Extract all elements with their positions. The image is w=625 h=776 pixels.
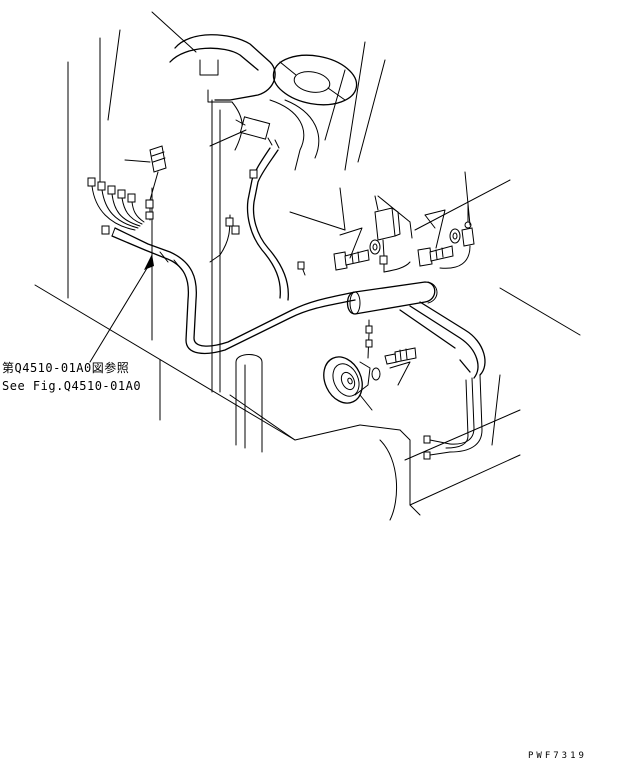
bolt-left bbox=[333, 227, 381, 271]
main-harness bbox=[111, 227, 356, 355]
reference-arrow bbox=[89, 254, 154, 363]
column-harness bbox=[209, 116, 306, 301]
front-pillar bbox=[235, 354, 263, 453]
instrument-harness-connectors bbox=[87, 177, 145, 235]
bolt-right bbox=[417, 209, 461, 267]
figure-reference-english: See Fig.Q4510-01A0 bbox=[2, 379, 142, 393]
combination-switch bbox=[124, 145, 167, 221]
figure-reference-japanese: 第Q4510-01A0図参照 bbox=[2, 361, 130, 375]
steering-wheel bbox=[272, 54, 358, 106]
relay-and-bolt bbox=[374, 195, 413, 273]
harness-sleeve bbox=[346, 281, 438, 315]
right-harness bbox=[399, 301, 501, 460]
sensor-unit bbox=[414, 171, 511, 269]
steering-column bbox=[169, 34, 320, 171]
cab-frame-outline bbox=[34, 11, 581, 521]
horn bbox=[323, 319, 417, 411]
figure-code: PWF7319 bbox=[528, 751, 587, 761]
